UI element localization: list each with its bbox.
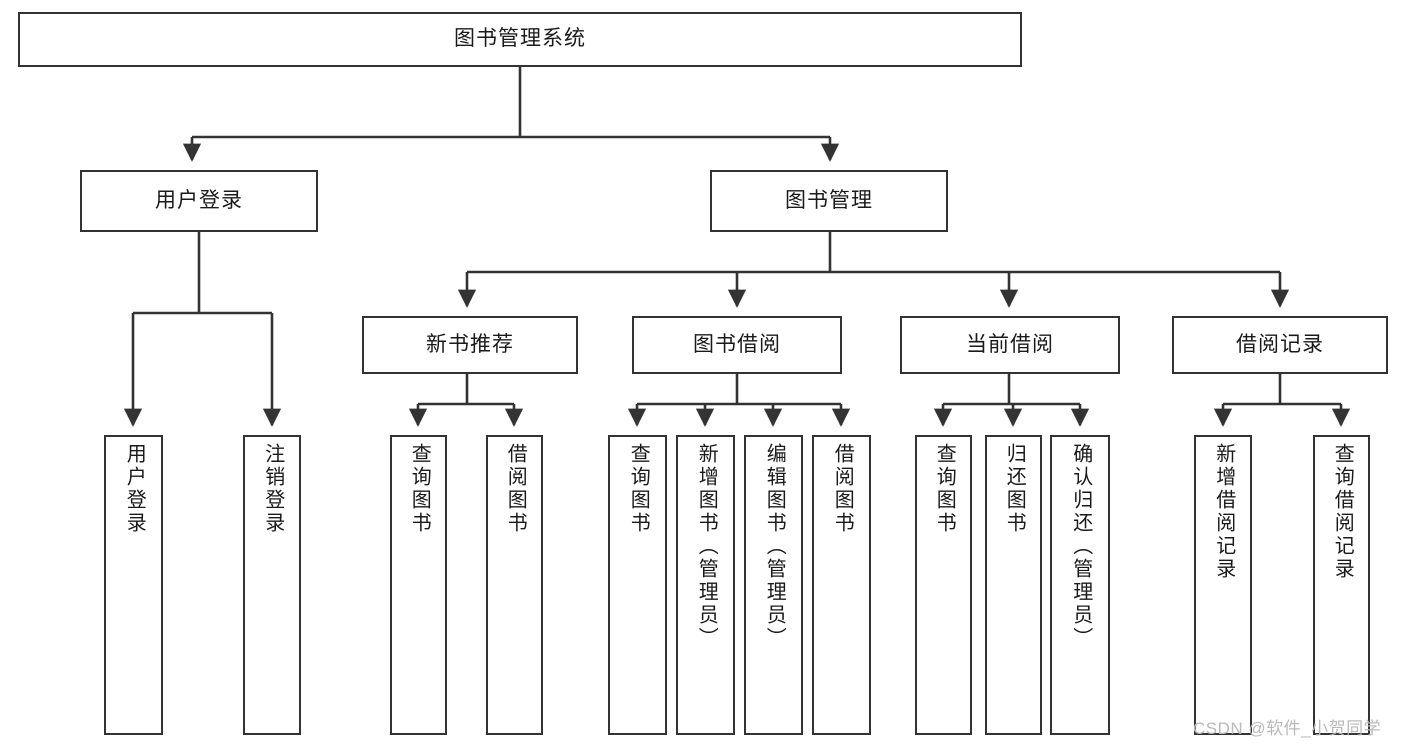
node-book-management[interactable]: 图书管理 (710, 170, 948, 232)
watermark: CSDN @软件_小贺同学 (1193, 719, 1382, 738)
node-borrow-record[interactable]: 借阅记录 (1172, 316, 1388, 374)
leaf-query-book-newbook-label: 查询图书 (408, 443, 431, 535)
leaf-borrow-book-newbook-label: 借阅图书 (504, 443, 527, 535)
leaf-add-borrow-record[interactable]: 新增借阅记录 (1194, 435, 1252, 735)
node-user-login[interactable]: 用户登录 (80, 170, 318, 232)
leaf-add-borrow-record-label: 新增借阅记录 (1212, 443, 1235, 581)
leaf-confirm-return-admin[interactable]: 确认归还（管理员） (1050, 435, 1110, 735)
node-current-borrow-label: 当前借阅 (966, 332, 1054, 356)
leaf-return-book[interactable]: 归还图书 (985, 435, 1042, 735)
leaf-confirm-return-admin-label: 确认归还（管理员） (1069, 443, 1092, 650)
node-book-borrow[interactable]: 图书借阅 (632, 316, 842, 374)
node-new-book-recommend[interactable]: 新书推荐 (362, 316, 578, 374)
node-borrow-record-label: 借阅记录 (1236, 332, 1324, 356)
leaf-add-book-admin-label: 新增图书（管理员） (695, 443, 718, 650)
leaf-query-borrow-record-label: 查询借阅记录 (1331, 443, 1354, 581)
leaf-user-login-label: 用户登录 (123, 443, 146, 535)
leaf-logout-label: 注销登录 (261, 443, 284, 535)
leaf-borrow-book[interactable]: 借阅图书 (812, 435, 871, 735)
node-book-management-label: 图书管理 (785, 188, 873, 212)
leaf-query-book-current[interactable]: 查询图书 (915, 435, 972, 735)
node-root-label: 图书管理系统 (454, 27, 586, 51)
leaf-query-borrow-record[interactable]: 查询借阅记录 (1313, 435, 1370, 735)
node-book-borrow-label: 图书借阅 (693, 332, 781, 356)
leaf-return-book-label: 归还图书 (1003, 443, 1026, 535)
node-user-login-label: 用户登录 (155, 188, 243, 212)
leaf-query-book-newbook[interactable]: 查询图书 (390, 435, 447, 735)
leaf-logout[interactable]: 注销登录 (243, 435, 301, 735)
leaf-query-book-borrow[interactable]: 查询图书 (608, 435, 667, 735)
leaf-borrow-book-label: 借阅图书 (831, 443, 854, 535)
leaf-borrow-book-newbook[interactable]: 借阅图书 (486, 435, 543, 735)
node-new-book-recommend-label: 新书推荐 (426, 332, 514, 356)
node-current-borrow[interactable]: 当前借阅 (900, 316, 1120, 374)
leaf-user-login[interactable]: 用户登录 (104, 435, 163, 735)
leaf-add-book-admin[interactable]: 新增图书（管理员） (676, 435, 735, 735)
leaf-edit-book-admin-label: 编辑图书（管理员） (763, 443, 786, 650)
node-root[interactable]: 图书管理系统 (18, 12, 1022, 67)
leaf-query-book-borrow-label: 查询图书 (627, 443, 650, 535)
leaf-edit-book-admin[interactable]: 编辑图书（管理员） (744, 435, 803, 735)
leaf-query-book-current-label: 查询图书 (933, 443, 956, 535)
